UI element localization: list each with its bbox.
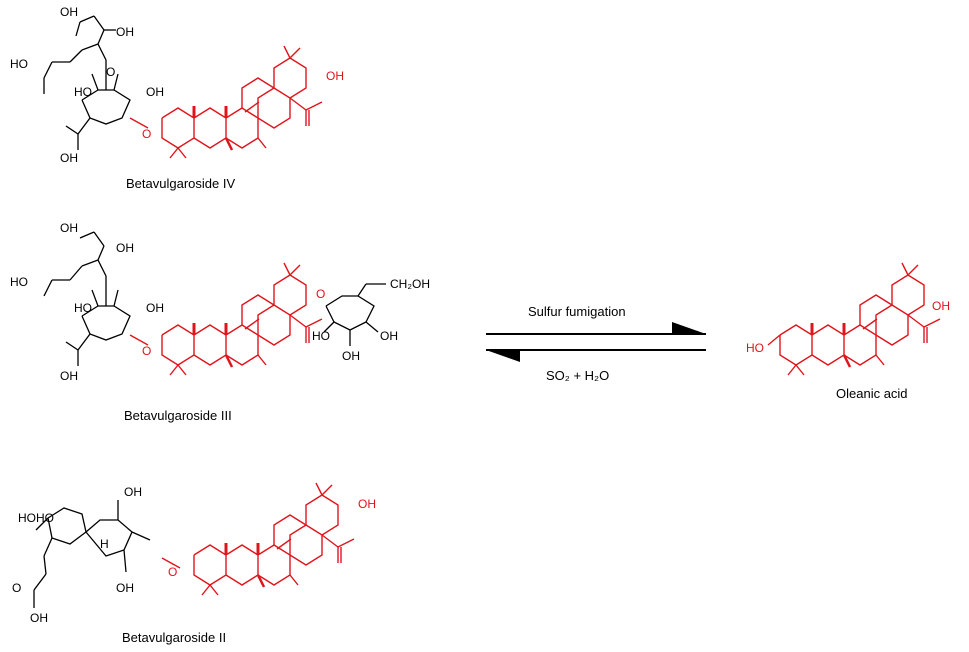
bv3-o-ester: O xyxy=(316,287,325,301)
bv4-ho-2: HO xyxy=(74,85,92,99)
bv2-o: O xyxy=(12,581,21,595)
bv3-ho-3: HO xyxy=(312,329,330,343)
bv3-o-link: O xyxy=(142,344,151,358)
bv3-ho-2: HO xyxy=(74,301,92,315)
bv3-oh-5: OH xyxy=(380,329,398,343)
betavulgaroside-iii-structure xyxy=(43,231,386,377)
oleanic-acid-structure xyxy=(767,261,942,377)
bv4-oh-1: OH xyxy=(60,5,78,19)
oa-cooh: OH xyxy=(932,299,950,313)
bv3-oh-2: OH xyxy=(116,241,134,255)
equilibrium-arrows xyxy=(486,322,706,362)
bv2-label: Betavulgaroside II xyxy=(122,630,226,645)
bv2-oh-2: OH xyxy=(116,581,134,595)
bv3-oh-4: OH xyxy=(60,369,78,383)
bv3-ch2oh: CH₂OH xyxy=(390,277,430,291)
bv4-oh-3: OH xyxy=(146,85,164,99)
bv4-ho-1: HO xyxy=(10,57,28,71)
bv4-oh-2: OH xyxy=(116,25,134,39)
oa-label: Oleanic acid xyxy=(836,386,908,401)
bv4-label: Betavulgaroside IV xyxy=(126,176,235,191)
bv3-ho-1: HO xyxy=(10,275,28,289)
bv2-hoho: HOHO xyxy=(18,511,54,525)
bv4-oh-4: OH xyxy=(60,151,78,165)
bv2-oh-3: OH xyxy=(30,611,48,625)
bv4-o-link: O xyxy=(142,127,151,141)
bv3-oh-3: OH xyxy=(146,301,164,315)
bv2-h: H xyxy=(100,537,109,551)
bv2-cooh: OH xyxy=(358,497,376,511)
bv4-o-ring: O xyxy=(106,65,115,79)
bv3-label: Betavulgaroside III xyxy=(124,408,232,423)
reverse-condition: SO₂ + H₂O xyxy=(546,368,609,383)
betavulgaroside-iv-structure xyxy=(43,15,324,160)
bv3-oh-6: OH xyxy=(342,349,360,363)
bv3-oh-1: OH xyxy=(60,221,78,235)
betavulgaroside-ii-structure xyxy=(33,481,356,608)
forward-condition: Sulfur fumigation xyxy=(528,304,626,319)
bv4-cooh: OH xyxy=(326,69,344,83)
bv2-oh-1: OH xyxy=(124,485,142,499)
oa-ho: HO xyxy=(746,341,764,355)
bv2-o-link: O xyxy=(168,565,177,579)
